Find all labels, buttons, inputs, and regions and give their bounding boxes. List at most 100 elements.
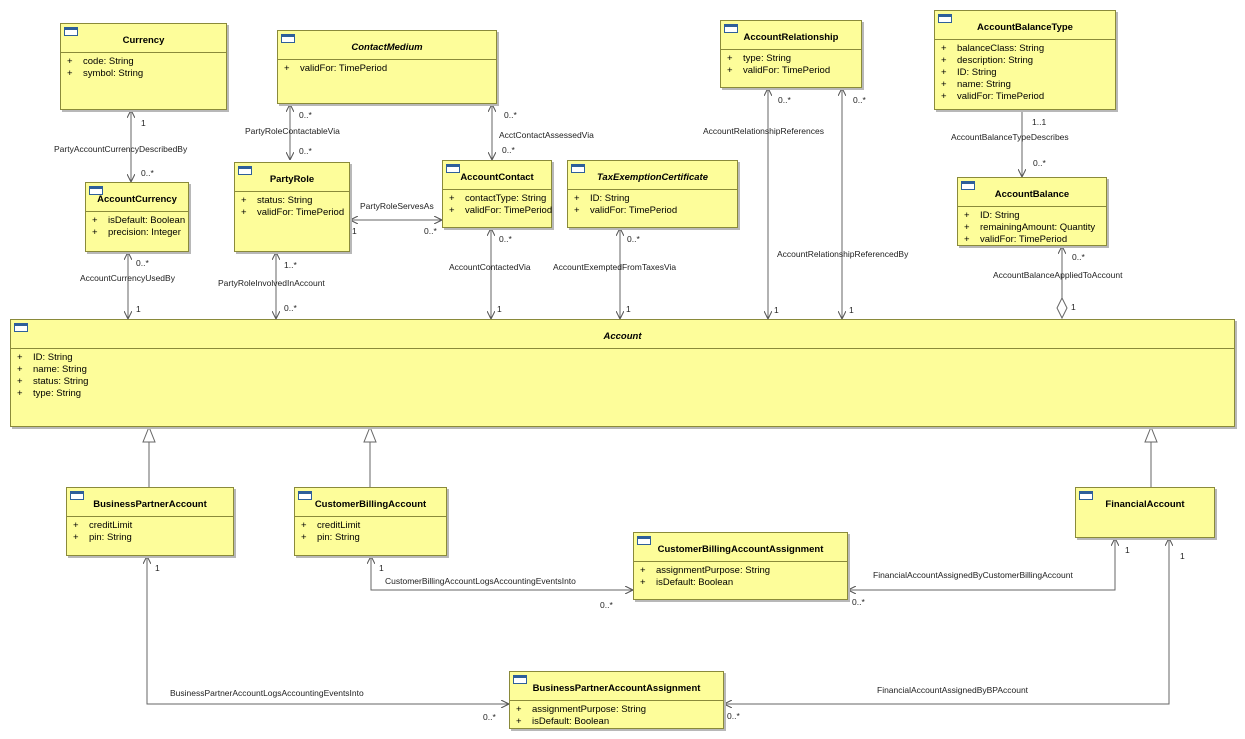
attribute-list: +balanceClass: String +description: Stri… <box>935 40 1115 106</box>
class-business-partner-account[interactable]: BusinessPartnerAccount +creditLimit +pin… <box>66 487 234 556</box>
class-business-partner-account-assignment[interactable]: BusinessPartnerAccountAssignment +assign… <box>509 671 724 729</box>
attribute-list: +status: String +validFor: TimePeriod <box>235 192 349 222</box>
attribute: +validFor: TimePeriod <box>284 63 388 74</box>
multiplicity: 1 <box>626 304 631 314</box>
class-name: AccountCurrency <box>97 194 177 205</box>
class-icon <box>281 34 295 43</box>
class-account[interactable]: Account +ID: String +name: String +statu… <box>10 319 1235 427</box>
attribute: +code: String <box>67 56 134 67</box>
multiplicity: 1 <box>1125 545 1130 555</box>
attribute-list: +type: String +validFor: TimePeriod <box>721 50 861 80</box>
attribute: +validFor: TimePeriod <box>574 205 678 216</box>
attribute-list: +validFor: TimePeriod <box>278 60 496 78</box>
attribute: +status: String <box>241 195 313 206</box>
attribute: +assignmentPurpose: String <box>516 704 647 715</box>
association-name: CustomerBillingAccountLogsAccountingEven… <box>385 576 576 586</box>
class-icon <box>724 24 738 33</box>
class-financial-account[interactable]: FinancialAccount <box>1075 487 1215 538</box>
generalization-arrowhead <box>1144 425 1158 443</box>
class-icon <box>1079 491 1093 500</box>
class-icon <box>238 166 252 175</box>
association-name: AccountBalanceTypeDescribes <box>951 132 1069 142</box>
multiplicity: 1 <box>849 305 854 315</box>
class-icon <box>14 323 28 332</box>
association-name: AccountRelationshipReferences <box>703 126 824 136</box>
attribute-list: +ID: String +validFor: TimePeriod <box>568 190 737 220</box>
class-icon <box>64 27 78 36</box>
class-icon <box>70 491 84 500</box>
attribute-list: +code: String +symbol: String <box>61 53 226 83</box>
multiplicity: 1 <box>379 563 384 573</box>
class-name: PartyRole <box>269 174 315 185</box>
multiplicity: 0..* <box>141 168 154 178</box>
multiplicity: 0..* <box>627 234 640 244</box>
attribute: +validFor: TimePeriod <box>964 234 1068 245</box>
association-name: FinancialAccountAssignedByCustomerBillin… <box>873 570 1073 580</box>
class-icon <box>938 14 952 23</box>
attribute: +name: String <box>17 364 87 375</box>
attribute-list: +creditLimit +pin: String <box>67 517 233 547</box>
attribute: +precision: Integer <box>92 227 181 238</box>
class-account-currency[interactable]: AccountCurrency +isDefault: Boolean +pre… <box>85 182 189 252</box>
multiplicity: 0..* <box>1072 252 1085 262</box>
association-name: AccountCurrencyUsedBy <box>80 273 175 283</box>
class-account-balance-type[interactable]: AccountBalanceType +balanceClass: String… <box>934 10 1116 110</box>
class-contact-medium[interactable]: ContactMedium +validFor: TimePeriod <box>277 30 497 104</box>
multiplicity: 1 <box>136 304 141 314</box>
attribute: +status: String <box>17 376 89 387</box>
attribute: +remainingAmount: Quantity <box>964 222 1096 233</box>
attribute: +type: String <box>17 388 82 399</box>
attribute: +type: String <box>727 53 792 64</box>
class-name: CustomerBillingAccount <box>314 499 427 510</box>
class-icon <box>298 491 312 500</box>
attribute-list: +isDefault: Boolean +precision: Integer <box>86 212 188 242</box>
class-icon <box>571 164 585 173</box>
association-name: PartyRoleServesAs <box>360 201 434 211</box>
class-name: TaxExemptionCertificate <box>596 172 709 183</box>
attribute: +pin: String <box>301 532 360 543</box>
attribute-list: +assignmentPurpose: String +isDefault: B… <box>634 562 847 592</box>
multiplicity: 1..1 <box>1032 117 1047 127</box>
class-account-contact[interactable]: AccountContact +contactType: String +val… <box>442 160 552 228</box>
attribute-list: +contactType: String +validFor: TimePeri… <box>443 190 553 220</box>
association-line <box>724 538 1169 704</box>
multiplicity: 0..* <box>499 234 512 244</box>
class-customer-billing-account-assignment[interactable]: CustomerBillingAccountAssignment +assign… <box>633 532 848 600</box>
attribute: +description: String <box>941 55 1034 66</box>
class-name: AccountBalanceType <box>977 22 1073 33</box>
generalization-arrowhead <box>142 425 156 443</box>
attribute-list: +assignmentPurpose: String +isDefault: B… <box>510 701 723 731</box>
class-name: ContactMedium <box>351 42 423 53</box>
attribute: +creditLimit <box>301 520 361 531</box>
association-name: PartyRoleContactableVia <box>245 126 340 136</box>
attribute-list: +ID: String +remainingAmount: Quantity +… <box>958 207 1106 249</box>
association-line <box>848 538 1115 590</box>
class-party-role[interactable]: PartyRole +status: String +validFor: Tim… <box>234 162 350 252</box>
class-customer-billing-account[interactable]: CustomerBillingAccount +creditLimit +pin… <box>294 487 447 556</box>
class-account-balance[interactable]: AccountBalance +ID: String +remainingAmo… <box>957 177 1107 246</box>
multiplicity: 0..* <box>502 145 515 155</box>
association-name: AccountExemptedFromTaxesVia <box>553 262 677 272</box>
attribute: +validFor: TimePeriod <box>449 205 553 216</box>
multiplicity: 0..* <box>424 226 437 236</box>
association-name: AccountRelationshipReferencedBy <box>777 249 909 259</box>
attribute: +ID: String <box>964 210 1020 221</box>
attribute-list: +ID: String +name: String +status: Strin… <box>11 349 1234 403</box>
class-currency[interactable]: Currency +code: String +symbol: String <box>60 23 227 110</box>
class-icon <box>961 181 975 190</box>
attribute: +isDefault: Boolean <box>92 215 186 226</box>
multiplicity: 0..* <box>778 95 791 105</box>
class-name: AccountBalance <box>994 189 1070 200</box>
multiplicity: 0..* <box>299 146 312 156</box>
class-tax-exemption-certificate[interactable]: TaxExemptionCertificate +ID: String +val… <box>567 160 738 228</box>
multiplicity: 0..* <box>853 95 866 105</box>
attribute: +ID: String <box>17 352 73 363</box>
attribute: +assignmentPurpose: String <box>640 565 771 576</box>
multiplicity: 0..* <box>284 303 297 313</box>
class-name: BusinessPartnerAccountAssignment <box>532 683 701 694</box>
class-account-relationship[interactable]: AccountRelationship +type: String +valid… <box>720 20 862 88</box>
generalization-arrowhead <box>363 425 377 443</box>
class-icon <box>89 186 103 195</box>
association-name: BusinessPartnerAccountLogsAccountingEven… <box>170 688 364 698</box>
